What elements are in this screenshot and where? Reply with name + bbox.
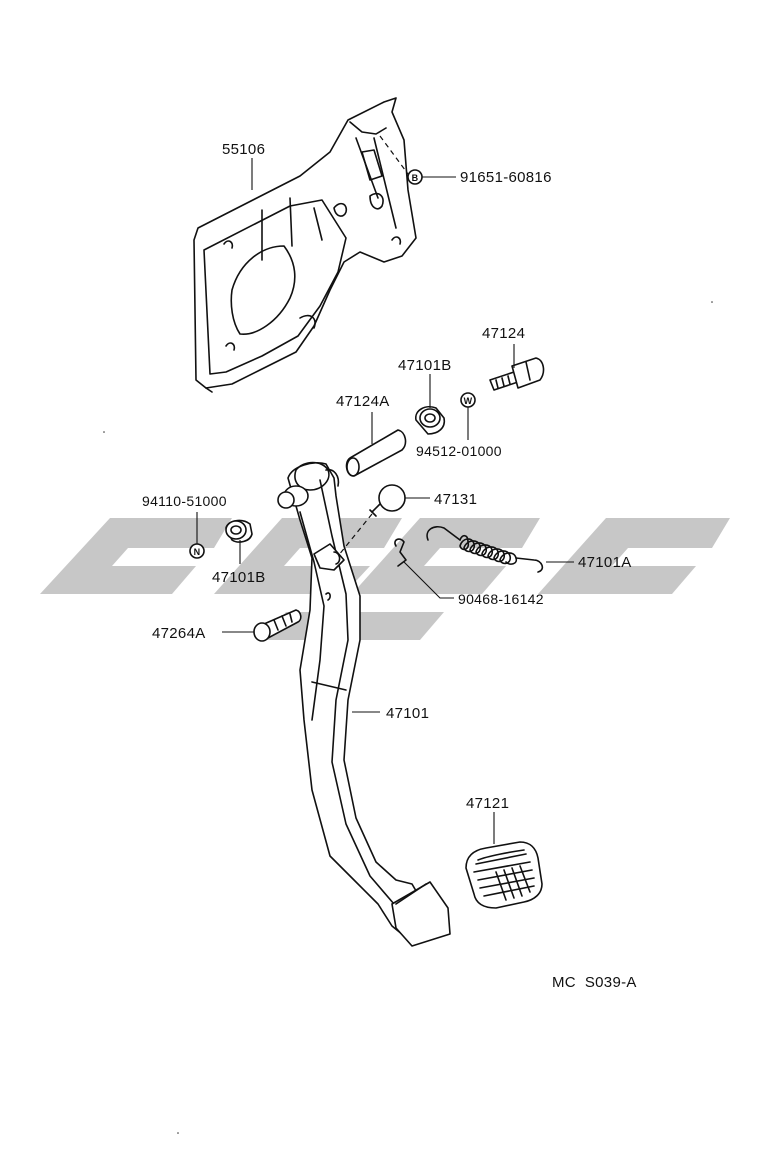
bolt-marker-b-letter: B [412, 173, 419, 183]
bolt-dashed-leader [379, 135, 409, 175]
label-47101b-top: 47101B [398, 357, 452, 374]
washer-marker-w-letter: W [464, 396, 473, 406]
stray-dot [177, 1132, 179, 1134]
ball-dashed-leader [337, 513, 373, 557]
pedal-bracket-55106 [193, 97, 417, 393]
label-47101: 47101 [386, 705, 429, 722]
label-47101a: 47101A [578, 554, 632, 571]
leader-90468 [403, 561, 454, 599]
label-47124a: 47124A [336, 393, 390, 410]
label-47121: 47121 [466, 795, 509, 812]
label-55106: 55106 [222, 141, 265, 158]
label-47264a: 47264A [152, 625, 206, 642]
diagram-code: MC S039-A [552, 974, 637, 991]
bolt-47264a [253, 609, 302, 642]
label-47101b-left: 47101B [212, 569, 266, 586]
label-47131: 47131 [434, 491, 477, 508]
nut-marker-n: N [189, 543, 205, 559]
bolt-marker-b: B [407, 169, 423, 185]
spring-47101a [426, 525, 544, 573]
label-47124: 47124 [482, 325, 525, 342]
bushing-47101b-left [225, 519, 253, 543]
nut-marker-n-letter: N [194, 547, 201, 557]
washer-marker-w: W [460, 392, 476, 408]
pedal-pad-47121 [465, 841, 543, 909]
bolt-47124 [489, 357, 545, 391]
clip-90468 [394, 538, 407, 567]
label-91651-60816: 91651-60816 [460, 169, 552, 186]
stray-dot [103, 431, 105, 433]
pin-47124a [345, 429, 407, 477]
label-90468-16142: 90468-16142 [458, 591, 544, 607]
stray-dot [711, 301, 713, 303]
ball-47131 [369, 484, 406, 517]
bushing-47101b-top [415, 405, 446, 435]
watermark-logo [40, 518, 730, 640]
pedal-arm-47101 [277, 461, 451, 947]
label-94110-51000: 94110-51000 [142, 493, 227, 509]
label-94512-01000: 94512-01000 [416, 443, 502, 459]
